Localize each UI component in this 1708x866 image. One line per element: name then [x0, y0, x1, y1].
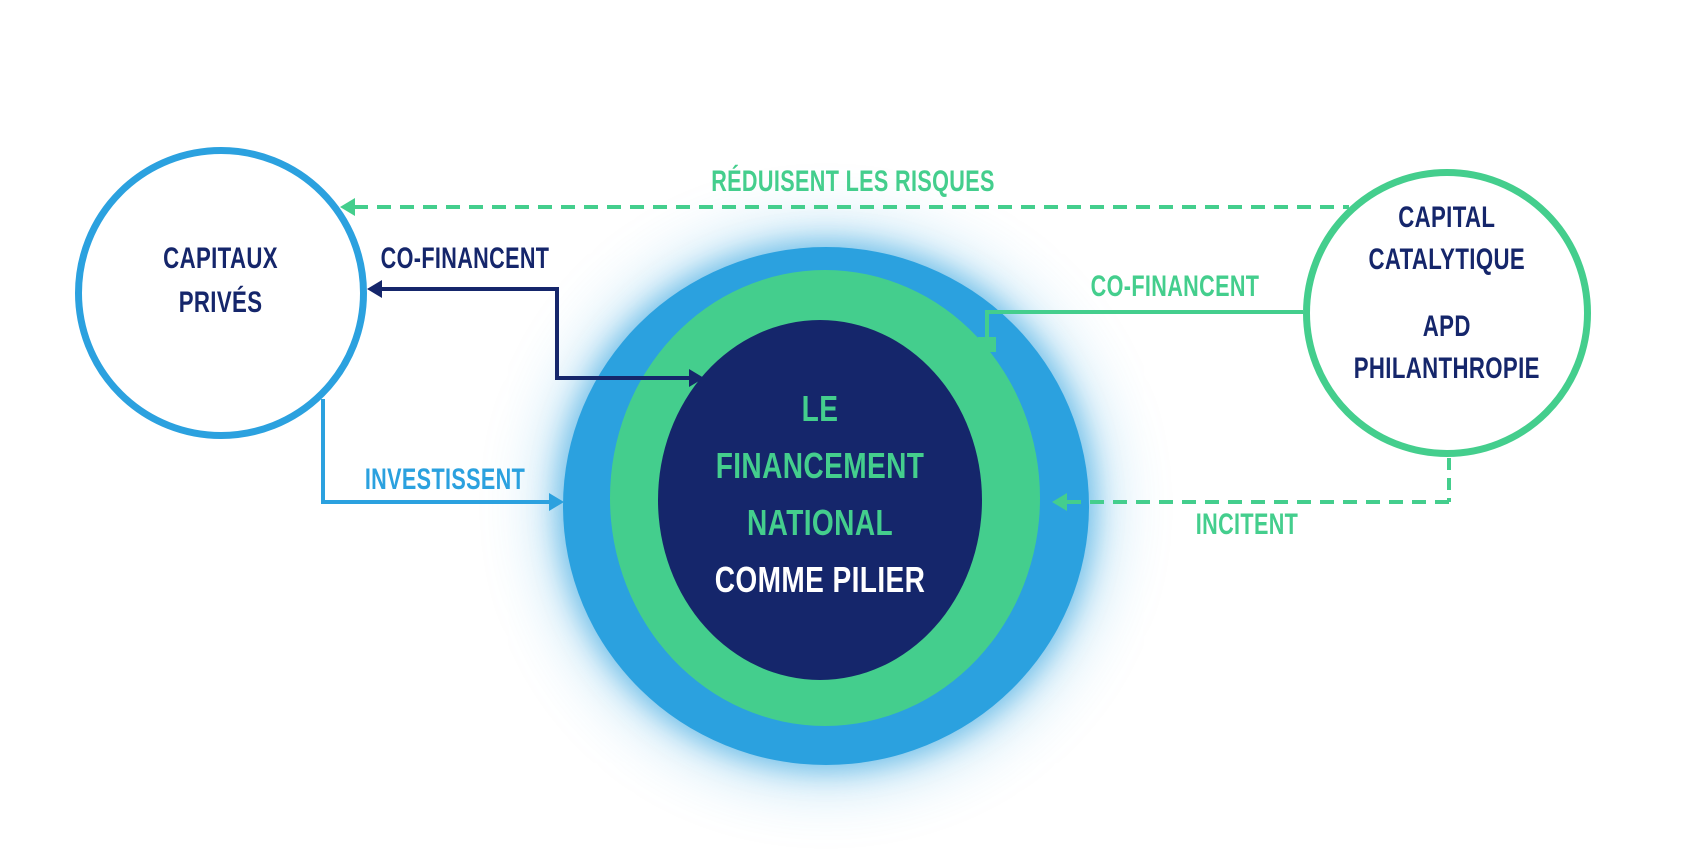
- node-line: CATALYTIQUE: [1368, 242, 1526, 276]
- center-title-line: FINANCEMENT: [715, 445, 925, 486]
- node-line: PRIVÉS: [179, 286, 263, 319]
- node-line-group: CAPITAL CATALYTIQUE: [1354, 197, 1540, 281]
- arrow-cofinance-catalytic-line: [985, 310, 989, 338]
- node-capital-catalytique: CAPITAL CATALYTIQUE APD PHILANTHROPIE: [1303, 169, 1591, 457]
- arrow-cofinance-private-line: [555, 287, 559, 380]
- center-title-line-emphasis: COMME PILIER: [714, 559, 926, 600]
- arrowhead-right-icon: [689, 369, 704, 387]
- node-capitaux-prives: CAPITAUX PRIVÉS: [75, 147, 367, 439]
- center-title-line: LE: [801, 388, 839, 429]
- center-title: LE FINANCEMENT NATIONAL COMME PILIER: [715, 380, 926, 620]
- arrow-cofinance-private-line: [555, 376, 690, 380]
- arrow-cofinance-private-label: CO-FINANCENT: [380, 242, 550, 275]
- arrow-cofinance-private-line: [380, 287, 559, 291]
- arrow-reduce-risks-label: RÉDUISENT LES RISQUES: [711, 165, 995, 198]
- center-core-circle: LE FINANCEMENT NATIONAL COMME PILIER: [658, 320, 982, 680]
- arrow-cofinance-catalytic-line: [987, 310, 1303, 314]
- node-line: CAPITAUX: [163, 242, 279, 275]
- arrow-invest-line: [321, 500, 549, 504]
- arrowhead-down-icon: [978, 337, 996, 352]
- node-line: CAPITAL: [1398, 200, 1496, 234]
- arrow-invest-label: INVESTISSENT: [364, 463, 526, 496]
- node-line-group: APD PHILANTHROPIE: [1354, 306, 1540, 390]
- arrow-incite-label: INCITENT: [1195, 508, 1299, 541]
- center-title-line: NATIONAL: [746, 502, 894, 543]
- arrow-invest-line: [321, 399, 325, 502]
- arrowhead-left-icon: [340, 198, 355, 216]
- node-capitaux-prives-label: CAPITAUX PRIVÉS: [164, 237, 279, 349]
- node-line: APD: [1422, 309, 1471, 343]
- node-capital-catalytique-label: CAPITAL CATALYTIQUE APD PHILANTHROPIE: [1354, 197, 1540, 430]
- arrowhead-right-icon: [549, 493, 564, 511]
- arrow-incite-line: [1447, 458, 1451, 502]
- arrow-reduce-risks-line: [354, 205, 1349, 209]
- node-line: PHILANTHROPIE: [1353, 351, 1541, 385]
- arrow-incite-line: [1067, 500, 1449, 504]
- arrow-cofinance-catalytic-label: CO-FINANCENT: [1090, 270, 1260, 303]
- arrowhead-left-icon: [1052, 493, 1067, 511]
- arrowhead-left-icon: [367, 280, 382, 298]
